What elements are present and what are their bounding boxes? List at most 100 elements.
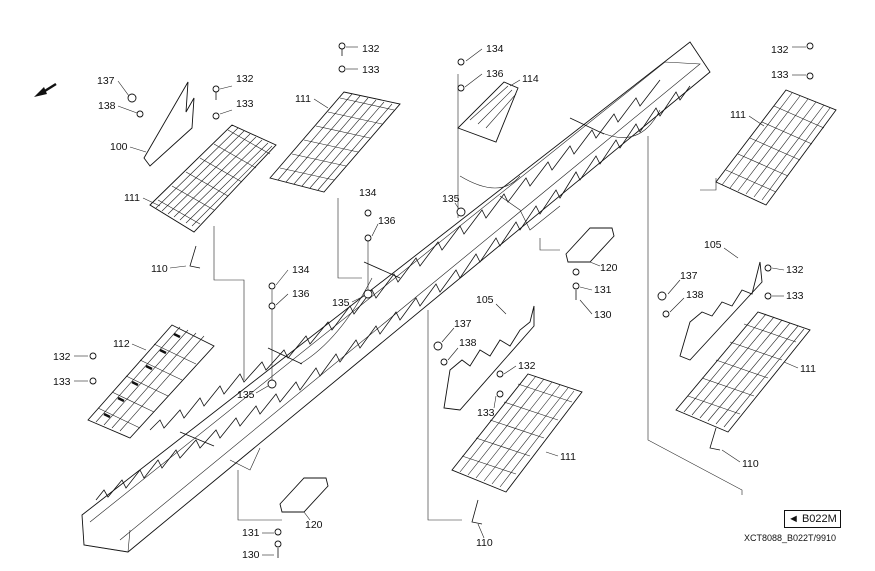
arrow-icon <box>34 82 57 97</box>
callout-120b: 120 <box>303 511 323 531</box>
svg-text:133: 133 <box>771 69 789 81</box>
toothed-strip-105-mid <box>443 305 535 411</box>
svg-text:111: 111 <box>560 451 576 463</box>
svg-text:133: 133 <box>786 290 804 302</box>
toothed-strip-105-right <box>679 261 763 361</box>
svg-text:133: 133 <box>53 376 71 388</box>
svg-text:120: 120 <box>600 262 618 274</box>
callout-133e: 133 <box>53 376 88 388</box>
callout-134b: 134 <box>359 187 377 199</box>
callout-135b: 135 <box>332 295 365 309</box>
svg-text:133: 133 <box>236 98 254 110</box>
svg-text:133: 133 <box>362 64 380 76</box>
svg-text:130: 130 <box>242 549 260 561</box>
svg-text:110: 110 <box>151 263 168 275</box>
callout-133b: 133 <box>346 64 380 76</box>
svg-text:137: 137 <box>680 270 698 282</box>
callout-133d: 133 <box>772 290 804 302</box>
callout-134c: 134 <box>275 264 310 286</box>
callout-111c: 111 <box>730 109 765 127</box>
cover-plate-120-upper <box>565 227 615 263</box>
svg-text:132: 132 <box>236 73 254 85</box>
svg-text:131: 131 <box>594 284 612 296</box>
callout-111e: 111 <box>545 451 576 463</box>
hook-110-left <box>189 245 201 269</box>
callout-133a: 133 <box>219 98 254 115</box>
svg-text:112: 112 <box>113 338 130 350</box>
callout-136c: 136 <box>275 288 310 306</box>
callout-130a: 130 <box>579 299 612 321</box>
svg-text:134: 134 <box>486 43 504 55</box>
callout-100: 100 <box>110 141 147 153</box>
svg-text:110: 110 <box>742 458 759 470</box>
callout-134a: 134 <box>465 43 504 62</box>
svg-text:110: 110 <box>476 537 493 549</box>
callout-111b: 111 <box>295 93 329 109</box>
callout-132e: 132 <box>53 351 88 363</box>
svg-text:132: 132 <box>518 360 536 372</box>
callout-135c: 135 <box>237 385 269 401</box>
callout-132a: 132 <box>219 73 254 90</box>
svg-text:137: 137 <box>454 318 472 330</box>
svg-text:132: 132 <box>362 43 380 55</box>
callout-132d: 132 <box>771 264 804 276</box>
svg-text:133: 133 <box>477 407 495 419</box>
callout-132f: 132 <box>503 360 536 375</box>
hook-110-mid <box>471 499 483 525</box>
callout-131b: 131 <box>242 527 274 539</box>
callout-130b: 130 <box>242 549 274 561</box>
callout-110b: 110 <box>721 449 759 470</box>
callout-133f: 133 <box>477 395 497 419</box>
callout-131a: 131 <box>579 284 612 296</box>
callout-114: 114 <box>509 73 539 87</box>
leader-lines <box>213 74 743 521</box>
callout-111a: 111 <box>124 192 161 207</box>
svg-text:111: 111 <box>800 363 816 375</box>
svg-text:134: 134 <box>359 187 377 199</box>
callout-138a: 138 <box>98 100 138 114</box>
svg-text:135: 135 <box>332 297 350 309</box>
reference-code-box: ◄ B022M <box>784 510 841 528</box>
toothed-strip-100 <box>143 81 195 167</box>
callout-138b: 138 <box>669 289 704 313</box>
svg-text:135: 135 <box>237 389 255 401</box>
fastener-markers <box>89 42 814 558</box>
grate-lower-right <box>675 311 811 433</box>
callout-110a: 110 <box>151 263 187 275</box>
callout-105a: 105 <box>704 239 739 259</box>
callout-137b: 137 <box>667 270 698 295</box>
svg-text:111: 111 <box>730 109 746 121</box>
svg-text:132: 132 <box>786 264 804 276</box>
svg-text:134: 134 <box>292 264 310 276</box>
svg-text:138: 138 <box>98 100 116 112</box>
callout-132c: 132 <box>771 44 806 56</box>
svg-text:136: 136 <box>292 288 310 300</box>
callout-110c: 110 <box>476 523 493 549</box>
svg-text:137: 137 <box>97 75 115 87</box>
cover-plate-120-lower <box>279 477 329 513</box>
svg-text:105: 105 <box>476 294 494 306</box>
svg-text:131: 131 <box>242 527 260 539</box>
grate-112 <box>87 324 215 439</box>
finger-bar-114 <box>457 81 519 143</box>
callout-132b: 132 <box>346 43 380 55</box>
callout-133c: 133 <box>771 69 806 81</box>
callout-120a: 120 <box>589 261 618 274</box>
svg-text:111: 111 <box>124 192 140 204</box>
drawing-code: XCT8088_B022T/9910 <box>744 533 837 543</box>
svg-text:138: 138 <box>686 289 704 301</box>
callout-111d: 111 <box>783 361 816 375</box>
svg-text:136: 136 <box>378 215 396 227</box>
svg-text:135: 135 <box>442 193 460 205</box>
grate-lower-mid <box>451 373 583 493</box>
svg-text:138: 138 <box>459 337 477 349</box>
grate-upper-right <box>715 89 837 206</box>
svg-text:120: 120 <box>305 519 323 531</box>
svg-text:105: 105 <box>704 239 722 251</box>
svg-text:111: 111 <box>295 93 311 105</box>
callout-136a: 136 <box>464 68 504 88</box>
callout-136b: 136 <box>371 215 396 237</box>
callout-135a: 135 <box>442 193 460 210</box>
callout-112: 112 <box>113 338 147 351</box>
